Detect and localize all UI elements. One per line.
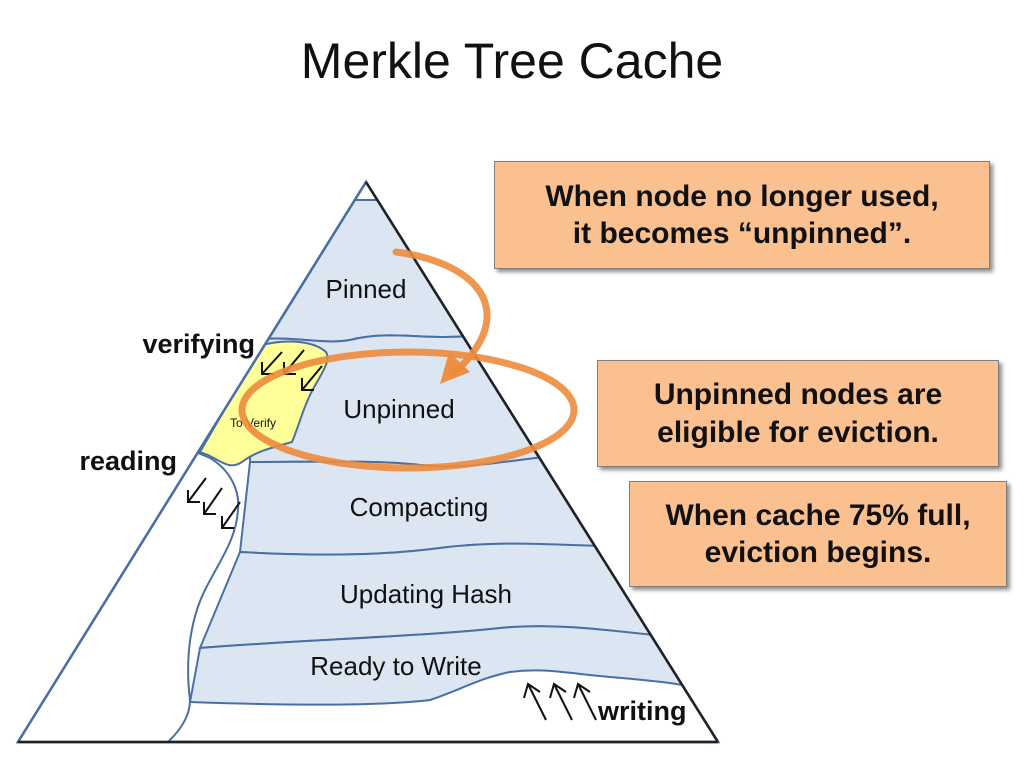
layer-label-ready-to-write: Ready to Write bbox=[310, 651, 481, 681]
callout-unpinned-line-2: it becomes “unpinned”. bbox=[572, 217, 912, 250]
arrow-down-left-icon bbox=[301, 365, 323, 391]
callout-unpinned: When node no longer used, it becomes “un… bbox=[494, 161, 990, 269]
layer-label-unpinned: Unpinned bbox=[343, 394, 454, 424]
layer-pinned bbox=[249, 199, 471, 343]
callout-eviction-line-2: eligible for eviction. bbox=[657, 415, 939, 449]
callout-threshold: When cache 75% full, eviction begins. bbox=[629, 481, 1007, 587]
arrow-down-left-icon bbox=[221, 501, 241, 529]
callout-eviction-line-1: Unpinned nodes are bbox=[653, 378, 943, 411]
writing-label: writing bbox=[597, 696, 687, 726]
arrow-down-left-icon bbox=[187, 477, 207, 503]
curved-arrow-head bbox=[440, 352, 470, 384]
layer-label-compacting: Compacting bbox=[350, 492, 489, 522]
layer-label-pinned: Pinned bbox=[326, 274, 407, 304]
callout-eviction: Unpinned nodes are eligible for eviction… bbox=[597, 360, 999, 467]
curved-arrow-icon bbox=[392, 248, 491, 378]
verifying-label: verifying bbox=[142, 329, 255, 359]
layer-label-updating-hash: Updating Hash bbox=[340, 579, 512, 609]
layer-ready-to-write bbox=[188, 625, 701, 706]
reading-label: reading bbox=[79, 446, 177, 476]
eviction-loop bbox=[238, 348, 578, 472]
callout-unpinned-line-1: When node no longer used, bbox=[545, 179, 939, 213]
page-title: Merkle Tree Cache bbox=[300, 33, 724, 89]
arrow-down-left-icon bbox=[203, 487, 223, 515]
arrow-up-left-icon bbox=[523, 682, 547, 721]
callout-threshold-line-2: eviction begins. bbox=[704, 536, 932, 569]
arrow-up-left-icon bbox=[549, 682, 573, 721]
callout-threshold-line-1: When cache 75% full, bbox=[665, 498, 971, 532]
writing-arrows bbox=[523, 682, 597, 721]
to-verify-region bbox=[198, 340, 329, 467]
reading-arrows bbox=[187, 477, 241, 529]
arrow-up-left-icon bbox=[573, 682, 597, 721]
